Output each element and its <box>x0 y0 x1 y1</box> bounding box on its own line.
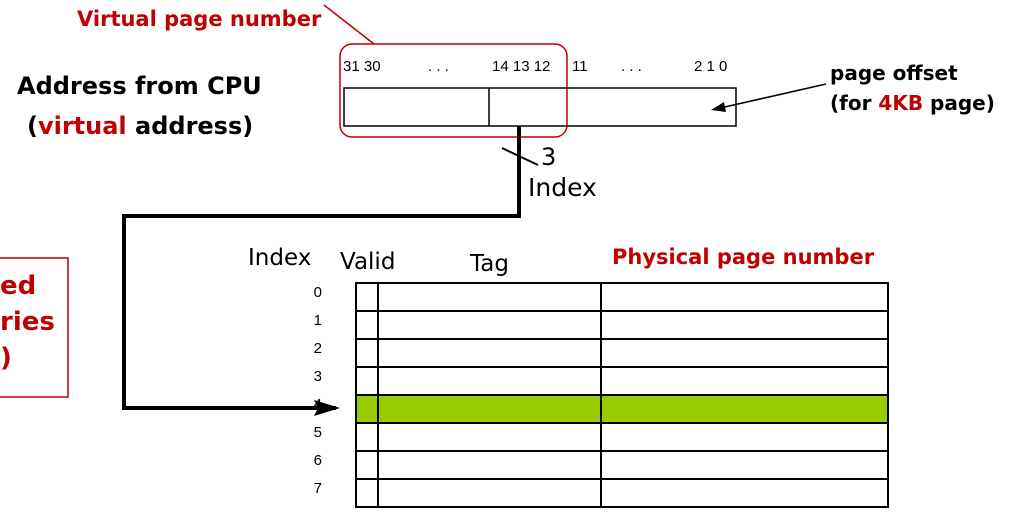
table-row <box>355 422 889 452</box>
table-row <box>355 366 889 396</box>
header-tag: Tag <box>470 251 509 277</box>
table-row-highlighted <box>355 394 889 424</box>
row-index-label: 2 <box>313 340 322 357</box>
vpn-bounding-box <box>339 43 568 138</box>
index-path <box>122 126 521 410</box>
row-index-label: 7 <box>313 480 322 497</box>
bit-width-slash <box>501 147 539 166</box>
table-row <box>355 450 889 480</box>
page-offset-size: (for 4KB page) <box>830 91 995 115</box>
table-row <box>355 310 889 340</box>
vpn-label: Virtual page number <box>77 7 322 31</box>
left-callout-text: ed ries ) <box>0 268 55 376</box>
left-callout-line-2: ries <box>0 307 55 337</box>
row-index-label: 4 <box>313 396 322 413</box>
address-subtitle: (virtual address) <box>27 112 254 140</box>
page-offset-label: page offset <box>830 61 958 85</box>
bit-label-dots-high: . . . <box>428 58 449 75</box>
address-title: Address from CPU <box>17 72 262 100</box>
left-callout-line-1: ed <box>0 271 37 301</box>
vpn-pointer-line <box>323 4 375 45</box>
bit-label-31-30: 31 30 <box>343 58 381 75</box>
index-arrowhead <box>314 400 340 416</box>
row-index-label: 3 <box>313 368 322 385</box>
left-callout-box <box>0 257 69 398</box>
header-valid: Valid <box>340 249 396 275</box>
row-index-label: 0 <box>313 284 322 301</box>
bit-label-2-0: 2 1 0 <box>694 58 728 75</box>
row-index-label: 6 <box>313 452 322 469</box>
table-row <box>355 338 889 368</box>
page-table <box>355 282 889 508</box>
index-bit-width: 3 <box>541 143 557 171</box>
page-offset-arrow <box>715 83 827 110</box>
table-row <box>355 478 889 508</box>
header-physical-page-number: Physical page number <box>612 245 875 269</box>
page-offset-arrowhead <box>711 102 726 112</box>
bit-label-14-12: 14 13 12 <box>492 58 551 75</box>
index-field-label: Index <box>528 173 597 202</box>
bit-label-11: 11 <box>572 58 588 75</box>
row-index-label: 1 <box>313 312 322 329</box>
row-index-label: 5 <box>313 424 322 441</box>
left-callout-line-3: ) <box>0 343 12 373</box>
address-register <box>343 87 737 127</box>
bit-label-dots-low: . . . <box>621 58 642 75</box>
table-row <box>355 282 889 312</box>
header-index: Index <box>248 245 312 271</box>
